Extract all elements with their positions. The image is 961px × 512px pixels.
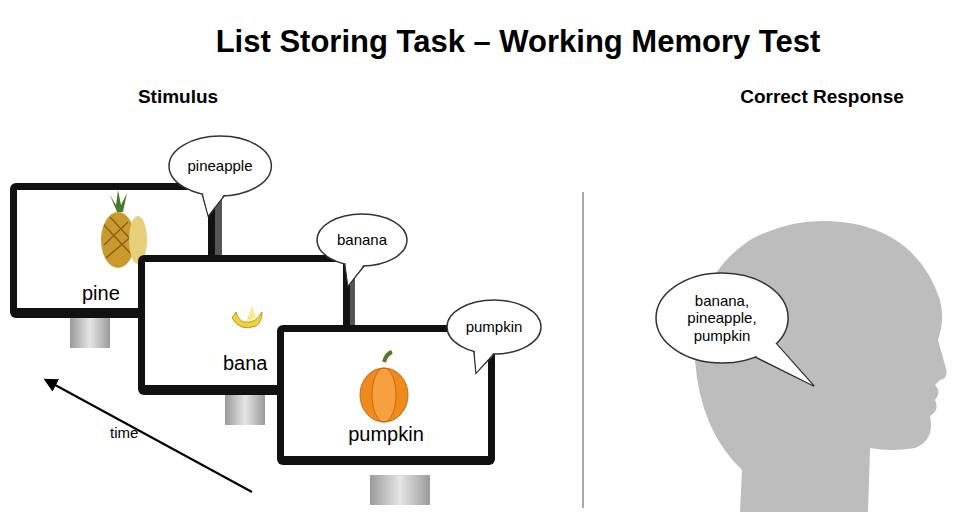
bubble-text: pineapple — [168, 157, 272, 174]
time-arrow — [46, 380, 252, 492]
bubble-content: pumpkin — [446, 318, 542, 335]
section-heading: Correct Response — [740, 86, 904, 108]
section-heading: Stimulus — [138, 86, 218, 108]
pumpkin-picture — [360, 352, 408, 422]
speech-bubble: banana, pineapple, pumpkin — [655, 272, 789, 364]
bubble-text: banana, pineapple, pumpkin — [679, 292, 765, 344]
divider-line — [583, 192, 584, 508]
title: List Storing Task – Working Memory Test — [216, 24, 821, 60]
axis-label: time — [110, 424, 138, 441]
monitor — [277, 325, 495, 505]
pineapple-picture — [101, 190, 147, 268]
bubble-content: pineapple — [168, 157, 272, 174]
speech-bubble: banana — [316, 213, 408, 267]
screen-caption: pine — [82, 282, 120, 305]
head-silhouette — [695, 221, 947, 512]
speech-bubble: pumpkin — [446, 299, 542, 355]
bubble-content: banana, pineapple, pumpkin — [655, 292, 789, 344]
bubble-text: pumpkin — [446, 318, 542, 335]
speech-bubble: pineapple — [168, 135, 272, 197]
screen-caption: bana — [223, 352, 268, 375]
bubble-content: banana — [316, 231, 408, 248]
screen-caption: pumpkin — [348, 423, 424, 446]
bubble-text: banana — [316, 231, 408, 248]
banana-picture — [232, 306, 262, 328]
